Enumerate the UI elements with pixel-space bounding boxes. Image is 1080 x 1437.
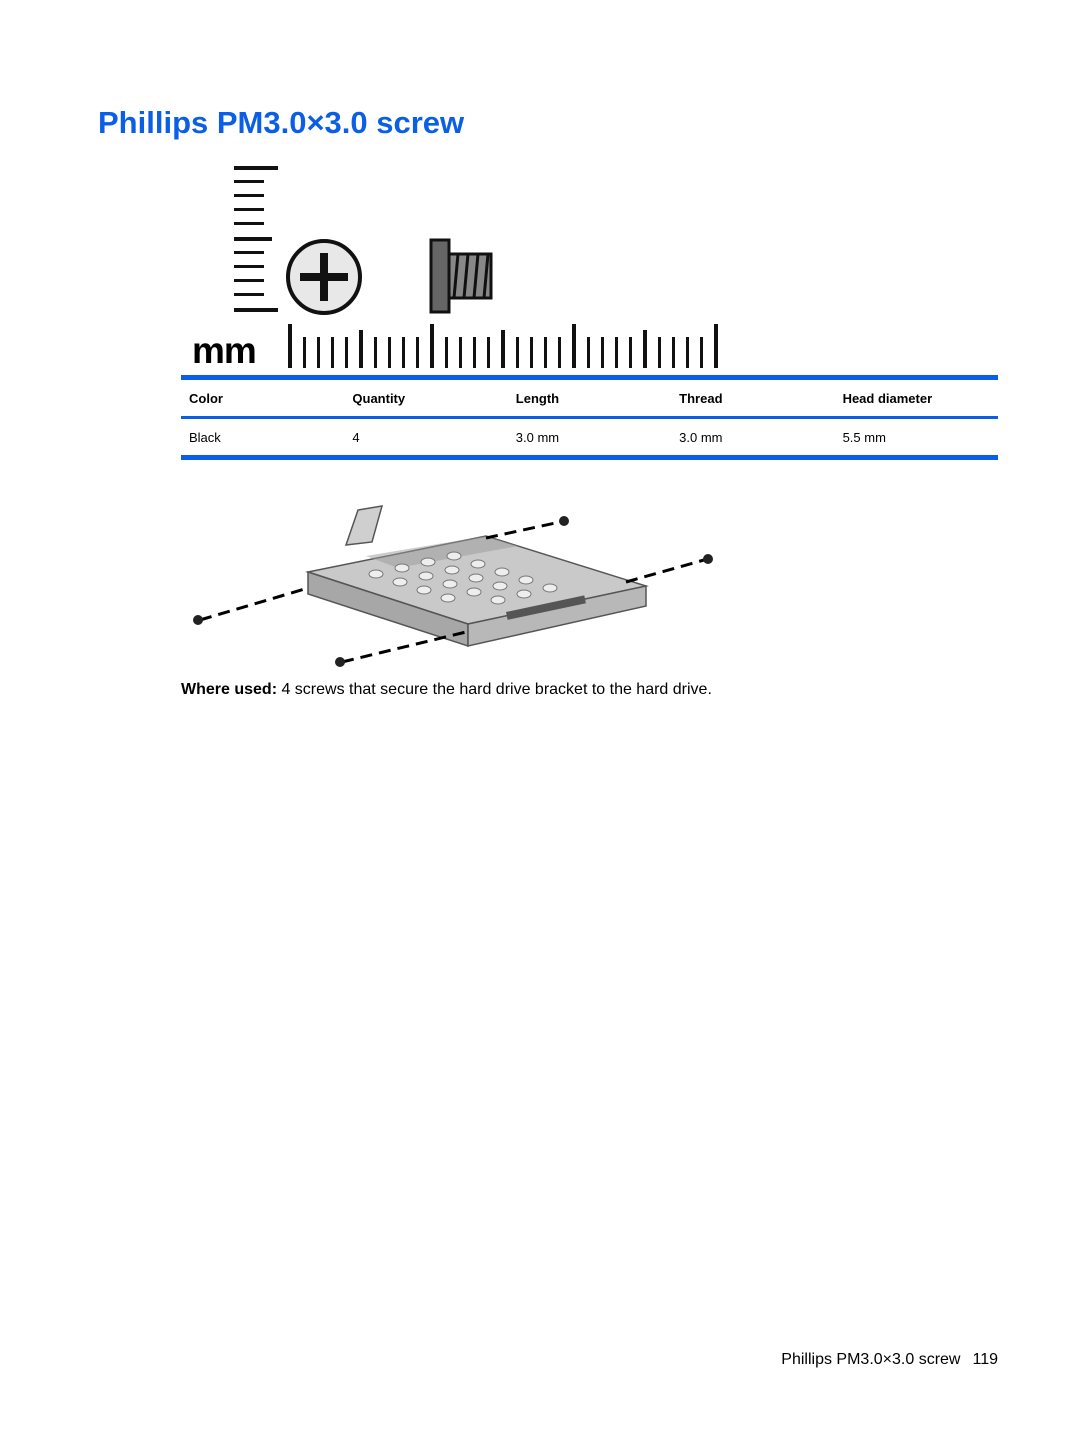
- table-top-rule: [181, 375, 998, 380]
- screw-side-icon: [429, 238, 493, 314]
- header-head-diameter: Head diameter: [842, 390, 933, 406]
- ribbon-cable-icon: [344, 505, 384, 546]
- where-used-text: 4 screws that secure the hard drive brac…: [277, 681, 712, 698]
- cell-color: Black: [189, 429, 221, 445]
- screw-lines: [199, 520, 705, 664]
- vertical-ruler: [234, 166, 278, 312]
- page-title: Phillips PM3.0×3.0 screw: [98, 105, 465, 140]
- ruler-unit-label: mm: [192, 330, 257, 371]
- cell-quantity: 4: [352, 429, 360, 445]
- spec-table: Color Quantity Length Thread Head diamet…: [181, 375, 998, 460]
- table-header-row: Color Quantity Length Thread Head diamet…: [181, 380, 998, 416]
- table-row: Black 4 3.0 mm 3.0 mm 5.5 mm: [181, 419, 998, 455]
- header-length: Length: [515, 390, 560, 406]
- hard-drive-bracket-illustration: [193, 505, 713, 667]
- table-header-rule: [181, 416, 998, 419]
- hard-drive-icon: [305, 535, 649, 648]
- cell-thread: 3.0 mm: [679, 429, 723, 445]
- page-footer: Phillips PM3.0×3.0 screw 119: [781, 1351, 998, 1369]
- header-color: Color: [189, 390, 223, 406]
- cell-length: 3.0 mm: [515, 429, 560, 445]
- horizontal-ruler: [288, 324, 718, 368]
- screw-icons: [193, 516, 713, 667]
- footer-section-title: Phillips PM3.0×3.0 screw: [781, 1351, 961, 1368]
- where-used-label: Where used:: [181, 681, 278, 698]
- page-number: 119: [972, 1351, 998, 1368]
- screw-head-icon: [286, 239, 362, 315]
- cell-head-diameter: 5.5 mm: [842, 429, 886, 445]
- header-thread: Thread: [679, 390, 723, 406]
- table-bottom-rule: [181, 455, 998, 460]
- screw-ruler-illustration: [234, 166, 718, 368]
- where-used-note: Where used: 4 screws that secure the har…: [181, 680, 712, 701]
- header-quantity: Quantity: [352, 390, 406, 406]
